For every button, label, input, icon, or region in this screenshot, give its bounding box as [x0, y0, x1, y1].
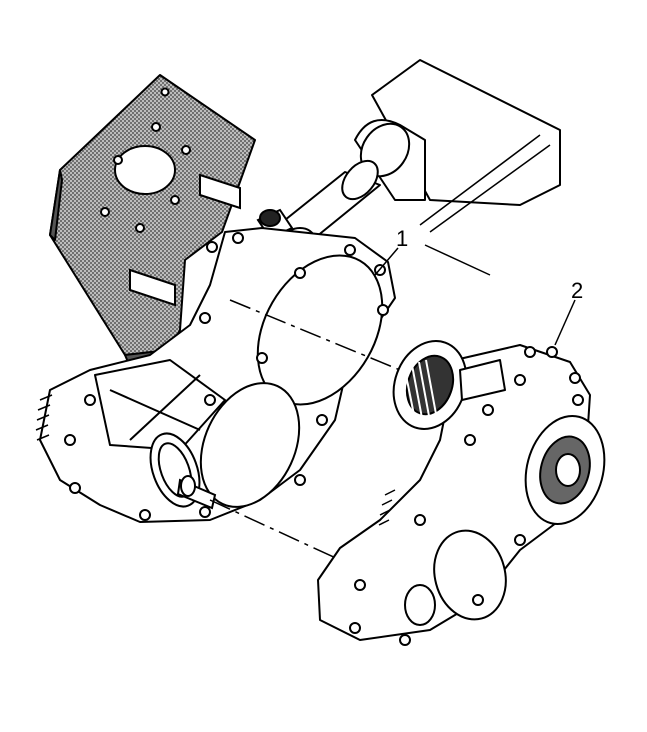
callout-2-label: 2 — [571, 278, 584, 303]
housing-part-2 — [317, 340, 606, 646]
output-shaft-gear — [149, 432, 217, 510]
callout-1-label: 1 — [396, 226, 409, 251]
leader-lines — [374, 247, 576, 346]
alignment-lines — [209, 299, 401, 561]
housing-part-1 — [35, 227, 396, 523]
